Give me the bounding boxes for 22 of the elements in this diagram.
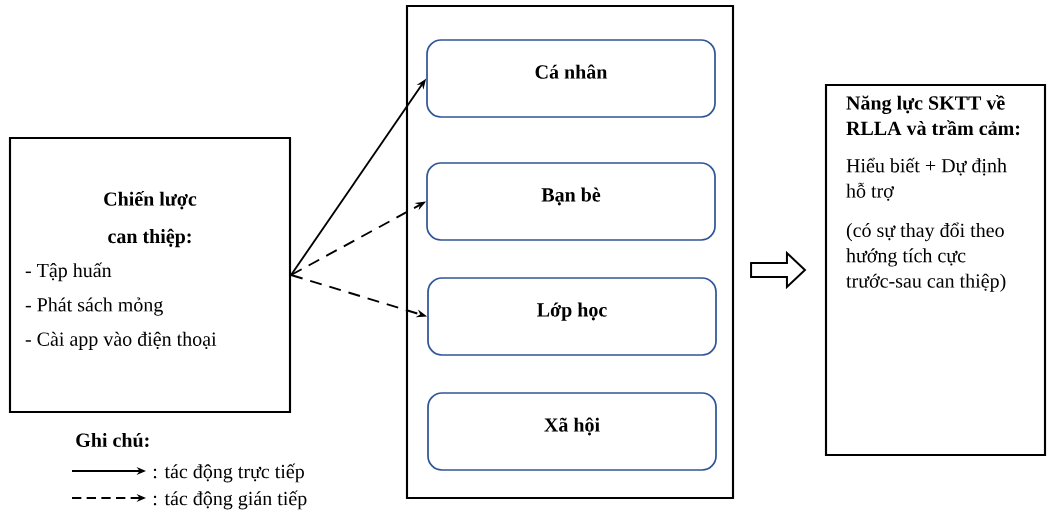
body-text: - Cài app vào điện thoại: [25, 331, 217, 350]
box-heading: Năng lực SKTT về RLLA và trầm cảm:: [846, 95, 1020, 136]
box-heading: Chiến lược can thiệp:: [104, 191, 197, 248]
box-label: Cá nhân: [535, 64, 608, 79]
box-label: Lớp học: [537, 302, 607, 321]
rounded-box: [426, 162, 716, 241]
box-label: Bạn bè: [541, 187, 601, 206]
legend-text: : tác động trực tiếp: [153, 463, 304, 483]
body-text: - Tập huấn: [25, 262, 112, 282]
body-text: - Phát sách mỏng: [25, 297, 163, 316]
rounded-box: [426, 39, 716, 118]
process-box: [824, 83, 1047, 457]
process-box: [8, 136, 292, 414]
box-label: Xã hội: [544, 417, 600, 436]
body-text: Hiểu biết + Dự định hỗ trợ: [846, 157, 1007, 201]
block-arrow: [750, 250, 807, 290]
legend-heading: Ghi chú:: [76, 432, 149, 448]
rounded-box: [427, 277, 717, 356]
frame-box: [405, 4, 735, 500]
body-text: (có sự thay đổi theo hướng tích cực trước-sau can thiệp): [846, 222, 1006, 292]
rounded-box: [427, 392, 717, 471]
legend-text: : tác động gián tiếp: [153, 490, 307, 510]
